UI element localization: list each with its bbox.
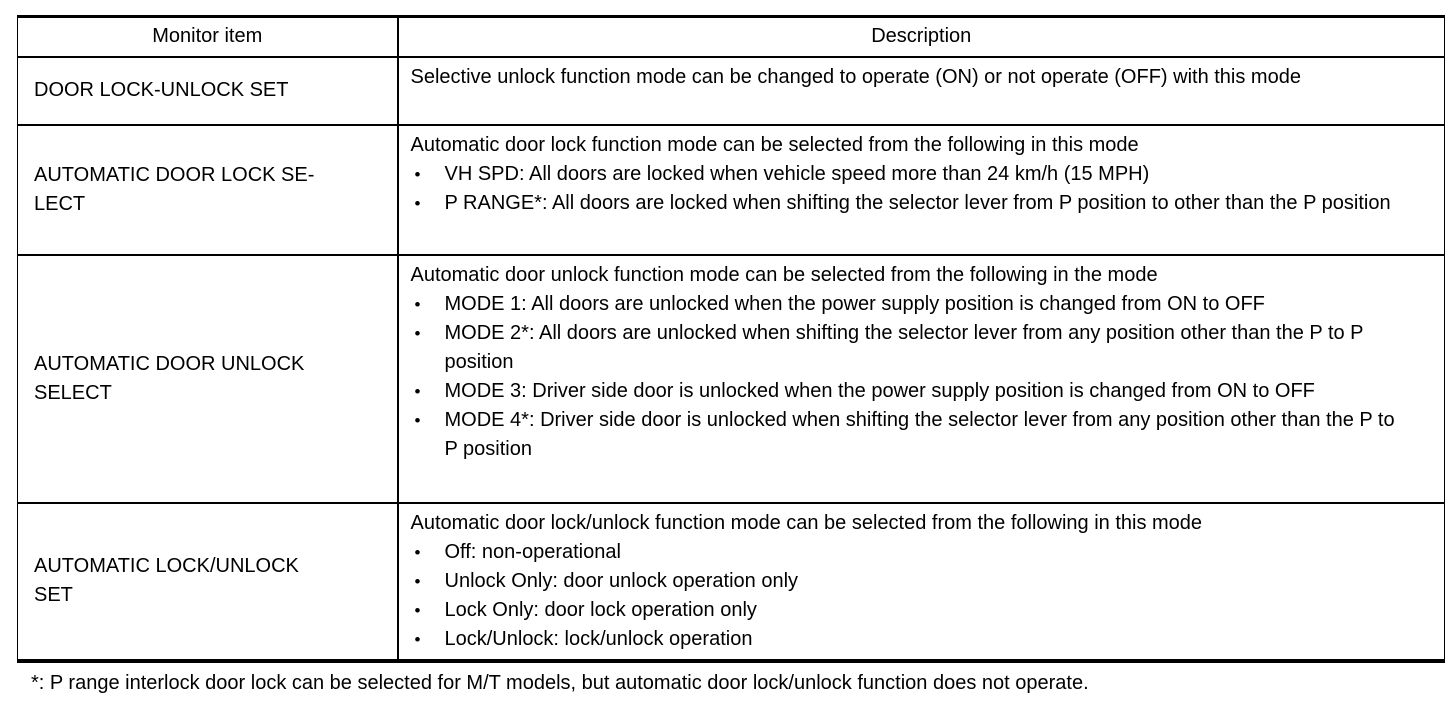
description-intro: Automatic door lock/unlock function mode… — [410, 511, 1203, 534]
table-footnote: *: P range interlock door lock can be se… — [31, 671, 1089, 694]
description-cell: Automatic door unlock function mode can … — [396, 253, 1445, 503]
bullet-text: Lock Only: door lock operation only — [444, 598, 757, 621]
bullet-item: • P RANGE*: All doors are locked when sh… — [411, 189, 1405, 218]
monitor-item-cell: AUTOMATIC LOCK/UNLOCK SET — [17, 501, 398, 661]
bullet-text: MODE 4*: Driver side door is unlocked wh… — [444, 408, 1395, 460]
monitor-item-cell: AUTOMATIC DOOR UNLOCK SELECT — [17, 253, 398, 503]
monitor-item-document: Monitor item Description DOOR LOCK-UNLOC… — [17, 15, 1445, 694]
table-header-row: Monitor item Description — [17, 15, 1445, 57]
bullet-text: MODE 2*: All doors are unlocked when shi… — [444, 321, 1364, 373]
bullet-icon: • — [414, 410, 421, 430]
bullet-text: Unlock Only: door unlock operation only — [444, 569, 799, 592]
description-intro: Automatic door lock function mode can be… — [410, 133, 1139, 156]
bullet-item: • Lock/Unlock: lock/unlock operation — [411, 625, 1405, 654]
bullet-icon: • — [414, 571, 421, 591]
table-row: AUTOMATIC LOCK/UNLOCK SET Automatic door… — [17, 501, 1445, 661]
description-intro: Automatic door unlock function mode can … — [410, 263, 1158, 286]
description-cell: Selective unlock function mode can be ch… — [396, 55, 1445, 125]
bullet-text: P RANGE*: All doors are locked when shif… — [444, 191, 1391, 214]
bullet-icon: • — [414, 381, 421, 401]
monitor-item-cell: AUTOMATIC DOOR LOCK SE- LECT — [17, 123, 398, 255]
bullet-item: • Off: non-operational — [411, 538, 1405, 567]
table-row: AUTOMATIC DOOR LOCK SE- LECT Automatic d… — [17, 123, 1445, 255]
description-intro: Selective unlock function mode can be ch… — [410, 65, 1301, 88]
bullet-icon: • — [414, 164, 421, 184]
monitor-item-cell: DOOR LOCK-UNLOCK SET — [17, 55, 398, 125]
bullet-text: MODE 3: Driver side door is unlocked whe… — [444, 379, 1315, 402]
description-cell: Automatic door lock function mode can be… — [396, 123, 1445, 255]
bullet-icon: • — [414, 323, 421, 343]
bullet-item: • MODE 3: Driver side door is unlocked w… — [411, 377, 1405, 406]
bullet-item: • MODE 4*: Driver side door is unlocked … — [411, 406, 1405, 464]
bullet-text: MODE 1: All doors are unlocked when the … — [444, 292, 1265, 315]
bullet-text: Lock/Unlock: lock/unlock operation — [444, 627, 753, 650]
description-cell: Automatic door lock/unlock function mode… — [396, 501, 1445, 661]
bullet-item: • MODE 2*: All doors are unlocked when s… — [411, 319, 1405, 377]
bullet-item: • VH SPD: All doors are locked when vehi… — [411, 160, 1405, 189]
bullet-icon: • — [414, 600, 421, 620]
bullet-item: • Unlock Only: door unlock operation onl… — [411, 567, 1405, 596]
bullet-text: VH SPD: All doors are locked when vehicl… — [444, 162, 1150, 185]
bullet-item: • Lock Only: door lock operation only — [411, 596, 1405, 625]
header-monitor-item: Monitor item — [17, 15, 398, 57]
bullet-icon: • — [414, 294, 421, 314]
header-description: Description — [396, 15, 1445, 57]
bullet-text: Off: non-operational — [444, 540, 621, 563]
bullet-icon: • — [414, 629, 421, 649]
bullet-icon: • — [414, 542, 421, 562]
monitor-item-table: Monitor item Description DOOR LOCK-UNLOC… — [17, 15, 1445, 663]
table-row: AUTOMATIC DOOR UNLOCK SELECT Automatic d… — [17, 253, 1445, 503]
bullet-icon: • — [414, 193, 421, 213]
bullet-item: • MODE 1: All doors are unlocked when th… — [411, 290, 1405, 319]
table-row: DOOR LOCK-UNLOCK SET Selective unlock fu… — [17, 55, 1445, 125]
